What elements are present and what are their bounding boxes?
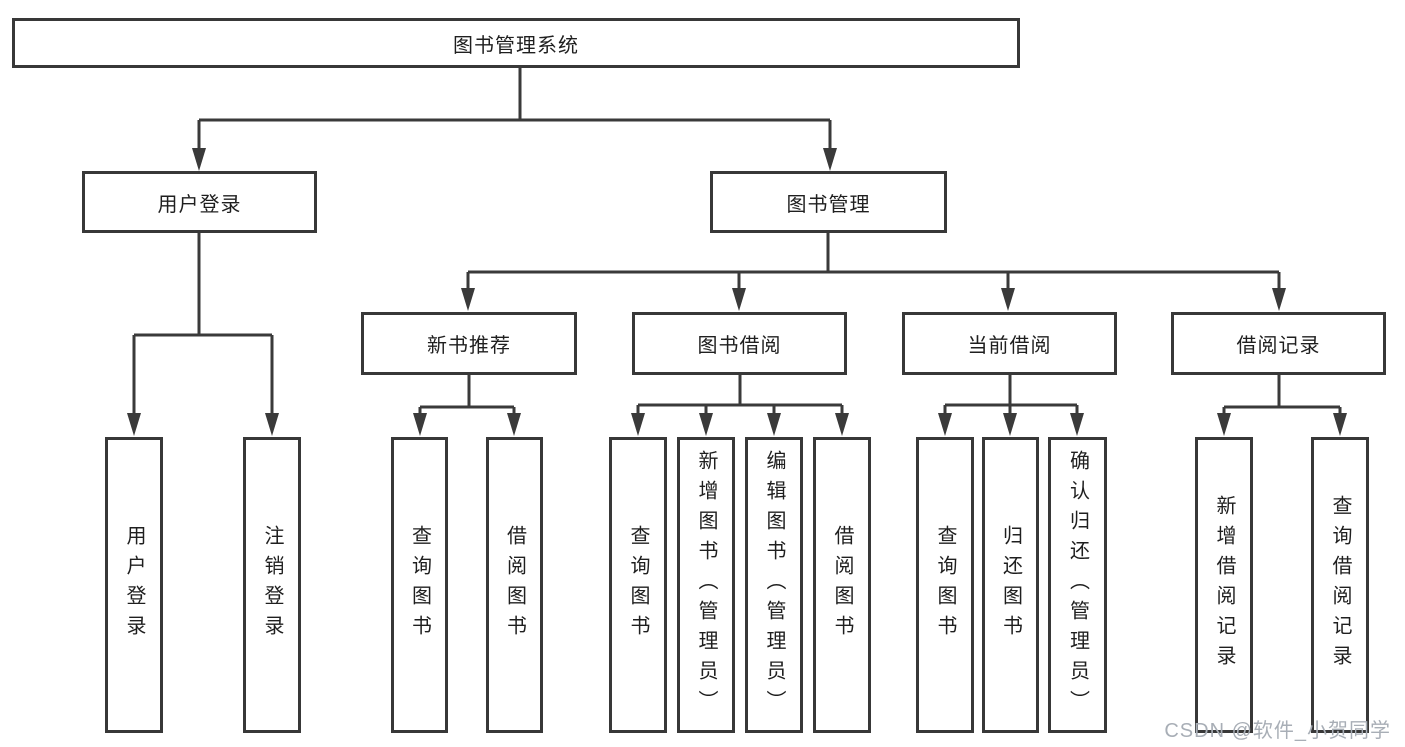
node-label: 归还图书 — [999, 525, 1022, 645]
node-leaf-confirm-return-admin: 确认归还（管理员） — [1048, 437, 1107, 733]
node-book-borrowing: 图书借阅 — [632, 312, 847, 375]
node-leaf-query-books-recommend: 查询图书 — [391, 437, 448, 733]
node-label: 图书管理系统 — [453, 34, 579, 57]
node-borrowing-records: 借阅记录 — [1171, 312, 1386, 375]
node-label: 注销登录 — [261, 525, 283, 645]
node-leaf-borrow-books-recommend: 借阅图书 — [486, 437, 543, 733]
node-book-management: 图书管理 — [710, 171, 947, 233]
node-label: 图书管理 — [786, 193, 871, 216]
node-leaf-query-books-current: 查询图书 — [916, 437, 974, 733]
node-user-login-group: 用户登录 — [82, 171, 317, 233]
node-label: 查询图书 — [934, 525, 956, 645]
node-leaf-user-login: 用户登录 — [105, 437, 163, 733]
node-label: 当前借阅 — [967, 335, 1052, 357]
node-current-borrowing: 当前借阅 — [902, 312, 1117, 375]
node-leaf-add-books-admin: 新增图书（管理员） — [677, 437, 735, 733]
node-new-book-recommendation: 新书推荐 — [361, 312, 577, 375]
node-label: 查询图书 — [627, 525, 649, 645]
csdn-watermark: CSDN @软件_小贺同学 — [1164, 720, 1391, 742]
node-label: 图书借阅 — [697, 335, 782, 357]
node-leaf-query-books-borrowing: 查询图书 — [609, 437, 667, 733]
node-label: 用户登录 — [157, 193, 242, 216]
node-leaf-borrow-books: 借阅图书 — [813, 437, 871, 733]
node-library-management-system: 图书管理系统 — [12, 18, 1020, 68]
node-label: 新增图书（管理员） — [695, 450, 717, 720]
node-leaf-add-borrow-record: 新增借阅记录 — [1195, 437, 1253, 733]
node-label: 新书推荐 — [427, 335, 511, 357]
node-leaf-return-books: 归还图书 — [982, 437, 1039, 733]
node-label: 借阅图书 — [503, 525, 526, 645]
node-leaf-logout: 注销登录 — [243, 437, 301, 733]
node-label: 借阅图书 — [831, 525, 853, 645]
node-label: 编辑图书（管理员） — [763, 450, 785, 720]
node-label: 确认归还（管理员） — [1066, 450, 1089, 720]
node-leaf-edit-books-admin: 编辑图书（管理员） — [745, 437, 803, 733]
node-label: 用户登录 — [123, 525, 145, 645]
node-label: 查询借阅记录 — [1329, 495, 1351, 675]
node-leaf-query-borrow-record: 查询借阅记录 — [1311, 437, 1369, 733]
node-label: 新增借阅记录 — [1213, 495, 1235, 675]
node-label: 借阅记录 — [1236, 335, 1321, 357]
node-label: 查询图书 — [408, 525, 431, 645]
